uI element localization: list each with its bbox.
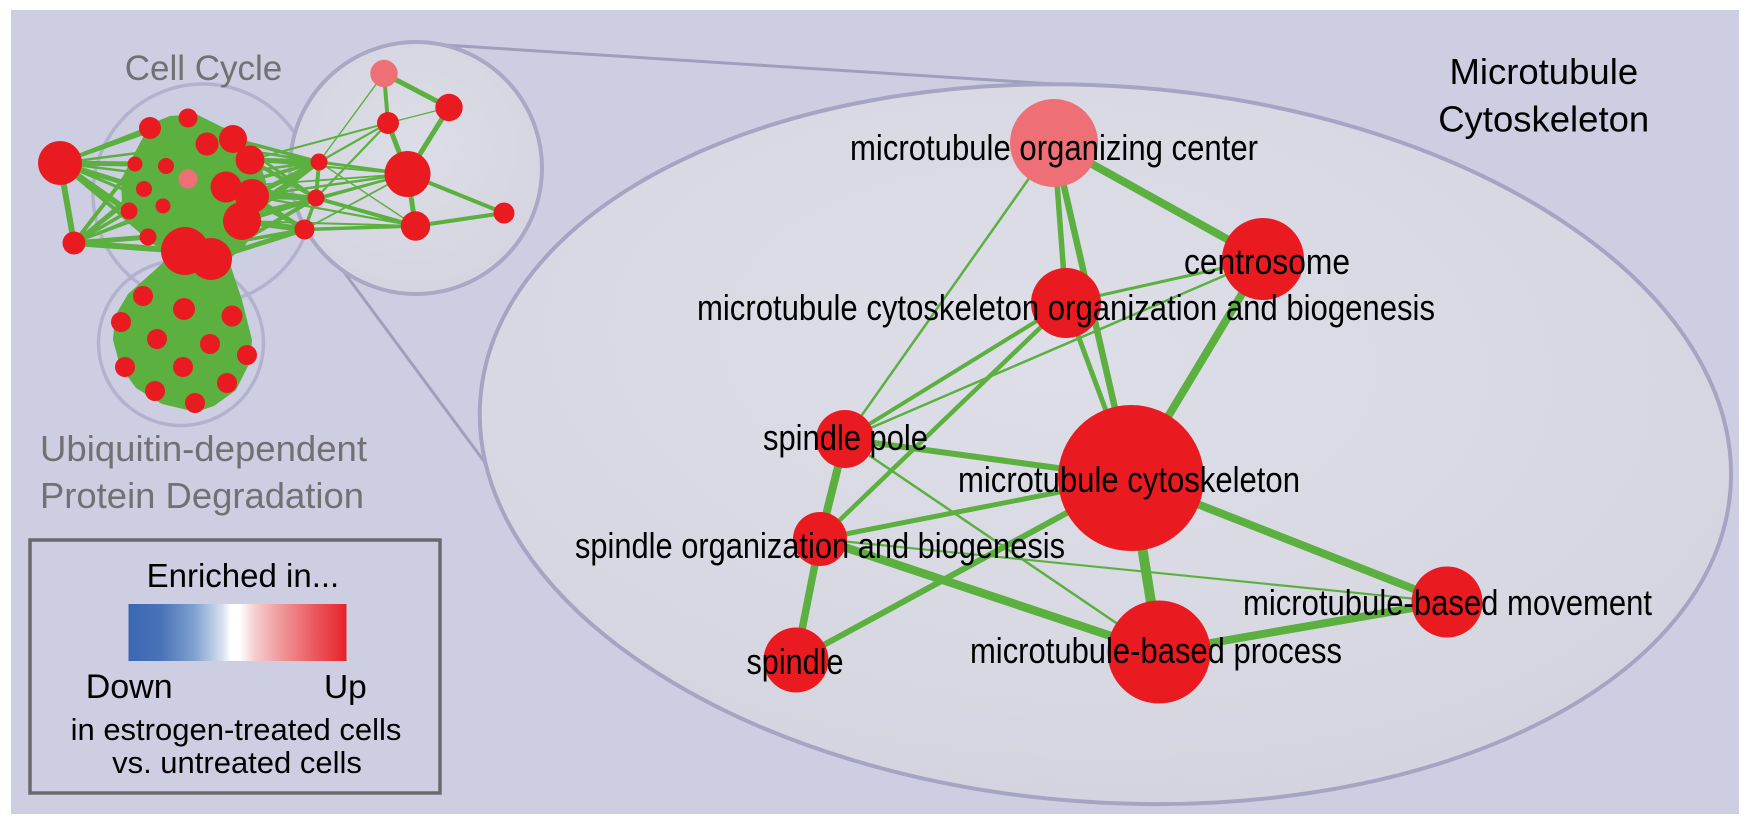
svg-text:spindle pole: spindle pole xyxy=(763,417,928,458)
svg-text:spindle organization and bioge: spindle organization and biogenesis xyxy=(575,525,1065,566)
svg-text:Up: Up xyxy=(324,669,367,706)
svg-text:Protein Degradation: Protein Degradation xyxy=(40,475,364,516)
svg-text:centrosome: centrosome xyxy=(1184,241,1350,282)
svg-text:vs. untreated cells: vs. untreated cells xyxy=(112,745,362,780)
svg-text:Ubiquitin-dependent: Ubiquitin-dependent xyxy=(40,428,367,469)
svg-text:in estrogen-treated cells: in estrogen-treated cells xyxy=(71,712,402,747)
svg-text:Cell Cycle: Cell Cycle xyxy=(125,49,283,88)
svg-text:microtubule organizing center: microtubule organizing center xyxy=(850,127,1258,168)
svg-text:spindle: spindle xyxy=(747,641,844,682)
svg-text:Enriched in...: Enriched in... xyxy=(147,557,340,594)
svg-text:microtubule-based process: microtubule-based process xyxy=(970,630,1342,671)
svg-text:microtubule cytoskeleton organ: microtubule cytoskeleton organization an… xyxy=(697,287,1435,328)
svg-text:Down: Down xyxy=(86,668,173,706)
svg-text:Cytoskeleton: Cytoskeleton xyxy=(1438,99,1649,140)
svg-text:microtubule-based movement: microtubule-based movement xyxy=(1243,582,1652,623)
svg-text:Microtubule: Microtubule xyxy=(1449,51,1638,92)
svg-text:microtubule cytoskeleton: microtubule cytoskeleton xyxy=(958,459,1300,500)
